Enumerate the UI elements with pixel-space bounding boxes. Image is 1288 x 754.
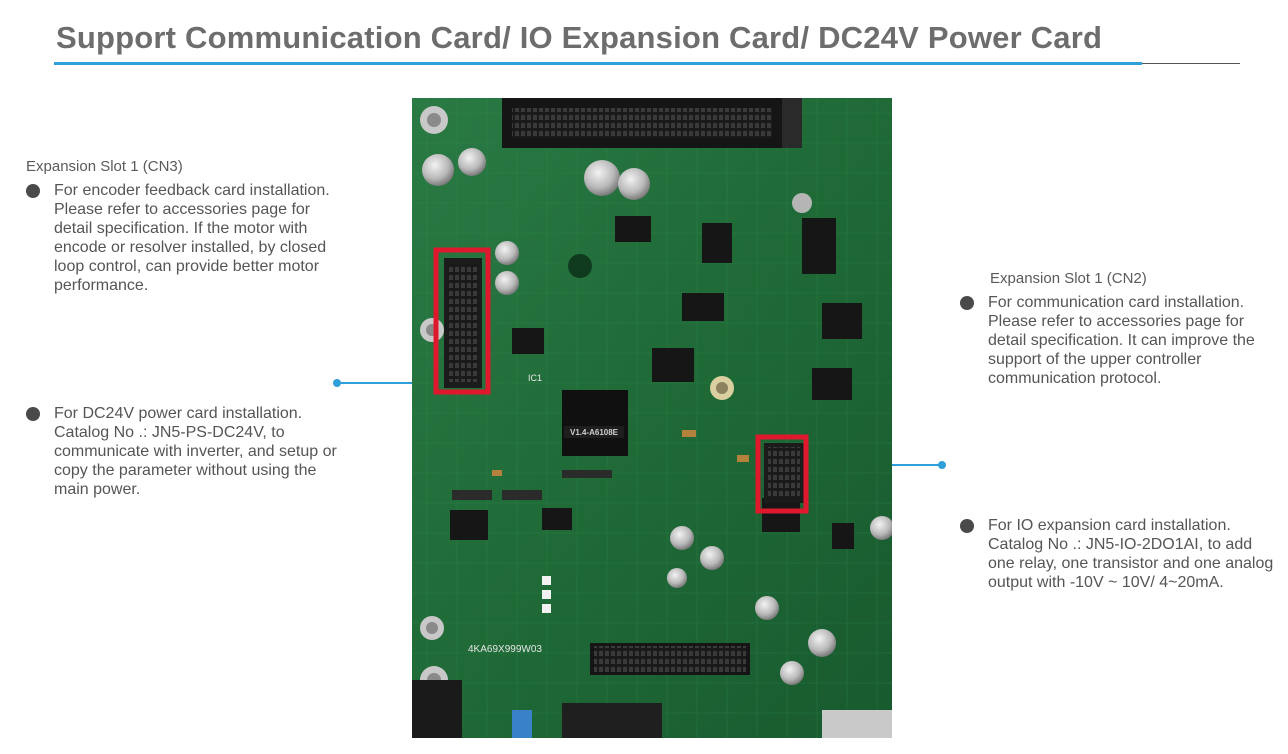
right-io-block: For IO expansion card installation. Cata… [960,516,1280,592]
left-bullet-1: For encoder feedback card installation. … [26,181,346,295]
left-connector-dot [333,379,341,387]
bullet-dot-icon [26,184,40,198]
bullet-dot-icon [26,407,40,421]
bullet-dot-icon [960,519,974,533]
left-bullet-2: For DC24V power card installation. Catal… [26,404,346,499]
left-slot-block: Expansion Slot 1 (CN3) For encoder feedb… [26,158,346,295]
left-connector-line [338,382,438,384]
pcb-illustration: V1.4-A6108E IC1 4KA69X999W03 [412,98,892,738]
left-bullet-1-text: For encoder feedback card installation. … [54,182,330,294]
right-bullet-1: For communication card installation. Ple… [960,293,1265,388]
left-bullet-2-text: For DC24V power card installation. Catal… [54,405,337,498]
right-slot-block: Expansion Slot 1 (CN2) For communication… [960,270,1265,388]
chip-label: V1.4-A6108E [570,428,619,437]
right-bullet-1-text: For communication card installation. Ple… [988,294,1255,387]
cn2-highlight [755,434,809,514]
right-bullet-2: For IO expansion card installation. Cata… [960,516,1280,592]
left-power-block: For DC24V power card installation. Catal… [26,404,346,499]
title-underline-tail [1142,63,1240,64]
cn3-highlight [433,247,491,395]
ic1-label: IC1 [528,373,542,383]
page-title: Support Communication Card/ IO Expansion… [56,20,1103,55]
board-code: 4KA69X999W03 [468,644,542,655]
right-slot-label: Expansion Slot 1 (CN2) [990,270,1147,287]
pcb-photo: V1.4-A6108E IC1 4KA69X999W03 [412,98,892,738]
right-connector-dot [938,461,946,469]
right-bullet-2-text: For IO expansion card installation. Cata… [988,517,1274,591]
bullet-dot-icon [960,296,974,310]
left-slot-label: Expansion Slot 1 (CN3) [26,158,183,175]
title-underline [54,62,1142,65]
